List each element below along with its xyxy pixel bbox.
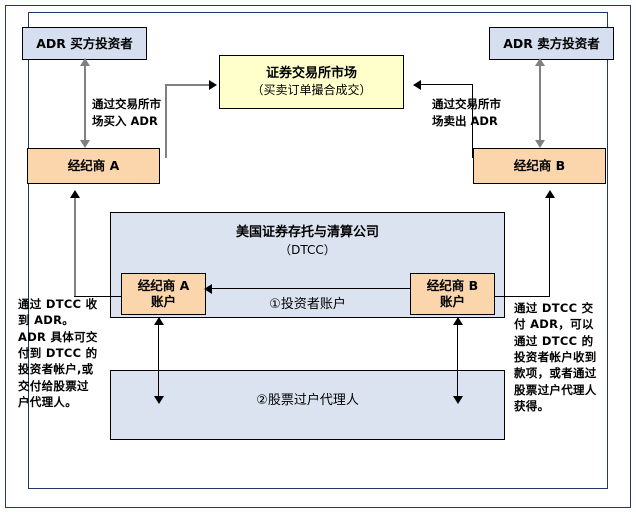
connector-brokera-exchange-vert [165, 84, 167, 158]
arrowhead-b-transfer-up [453, 317, 463, 325]
connector-brokerb-exchange-vert [472, 84, 473, 158]
arrowhead-brokera-down [80, 140, 90, 148]
arrowhead-exchange-in-left [413, 80, 421, 90]
arrowhead-a-transfer-up [154, 317, 164, 325]
arrowhead-brokera-acct-up [70, 190, 80, 198]
dtcc-subtitle: （DTCC） [279, 243, 336, 257]
label-sell-flow: 通过交易所市场卖出 ADR [432, 97, 501, 129]
adr-buyer-label: ADR 买方投资者 [36, 35, 133, 51]
broker-a-account-line2: 账户 [150, 294, 176, 309]
node-transfer-agent-row[interactable]: ②股票过户代理人 [110, 370, 505, 440]
connector-buyer-brokera [84, 64, 86, 146]
arrowhead-seller-up [535, 58, 545, 66]
broker-b-account-line1: 经纪商 B [426, 278, 479, 294]
node-broker-b-account[interactable]: 经纪商 B 账户 [410, 273, 495, 315]
connector-seller-brokerb [539, 64, 541, 146]
adr-seller-label: ADR 卖方投资者 [503, 35, 600, 51]
broker-a-account-line1: 经纪商 A [137, 278, 190, 294]
node-adr-seller[interactable]: ADR 卖方投资者 [489, 27, 614, 60]
arrowhead-a-transfer-down [154, 396, 164, 404]
dtcc-title: 美国证券存托与清算公司 [235, 225, 379, 240]
connector-brokerbacct-horz [495, 296, 550, 297]
arrowhead-exchange-in [209, 80, 217, 90]
arrowhead-acct-left [204, 284, 212, 294]
arrowhead-brokerb-down [535, 140, 545, 148]
investor-account-row-label: ①投资者账户 [269, 297, 346, 312]
node-broker-b[interactable]: 经纪商 B [473, 148, 606, 184]
broker-a-label: 经纪商 A [67, 158, 120, 174]
arrowhead-brokerb-acct-up [545, 190, 555, 198]
connector-brokerb-exchange-horz [421, 84, 473, 85]
outer-frame [5, 5, 631, 508]
label-buy-flow: 通过交易所市场买入 ADR [92, 97, 161, 129]
connector-brokeraacct-vert [74, 198, 76, 296]
note-left-text: 通过 DTCC 收到 ADR。ADR 具体可交付到 DTCC 的投资者帐户,或交… [18, 297, 98, 409]
arrowhead-b-transfer-down [453, 396, 463, 404]
connector-brokeraacct-horz [74, 296, 122, 297]
exchange-subtitle: （买卖订单撮合成交） [251, 82, 372, 97]
connector-acct-to-acct [212, 288, 410, 289]
arrowhead-buyer-up [80, 58, 90, 66]
node-broker-a[interactable]: 经纪商 A [27, 148, 160, 184]
connector-b-transferagent [457, 323, 458, 398]
exchange-title: 证券交易所市场 [265, 66, 357, 82]
connector-brokerbacct-vert [549, 198, 550, 296]
note-right-text: 通过 DTCC 交付 ADR，可以通过 DTCC 的投资者帐户收到款项，或者通过… [514, 301, 597, 413]
connector-brokera-exchange-horz [165, 84, 211, 86]
node-exchange-market[interactable]: 证券交易所市场 （买卖订单撮合成交） [219, 55, 404, 109]
connector-a-transferagent [158, 323, 159, 398]
broker-b-account-line2: 账户 [439, 294, 465, 309]
transfer-agent-row-label: ②股票过户代理人 [256, 393, 359, 408]
node-adr-buyer[interactable]: ADR 买方投资者 [22, 27, 147, 60]
inner-frame [28, 12, 608, 489]
node-broker-a-account[interactable]: 经纪商 A 账户 [121, 273, 206, 315]
broker-b-label: 经纪商 B [513, 158, 566, 174]
